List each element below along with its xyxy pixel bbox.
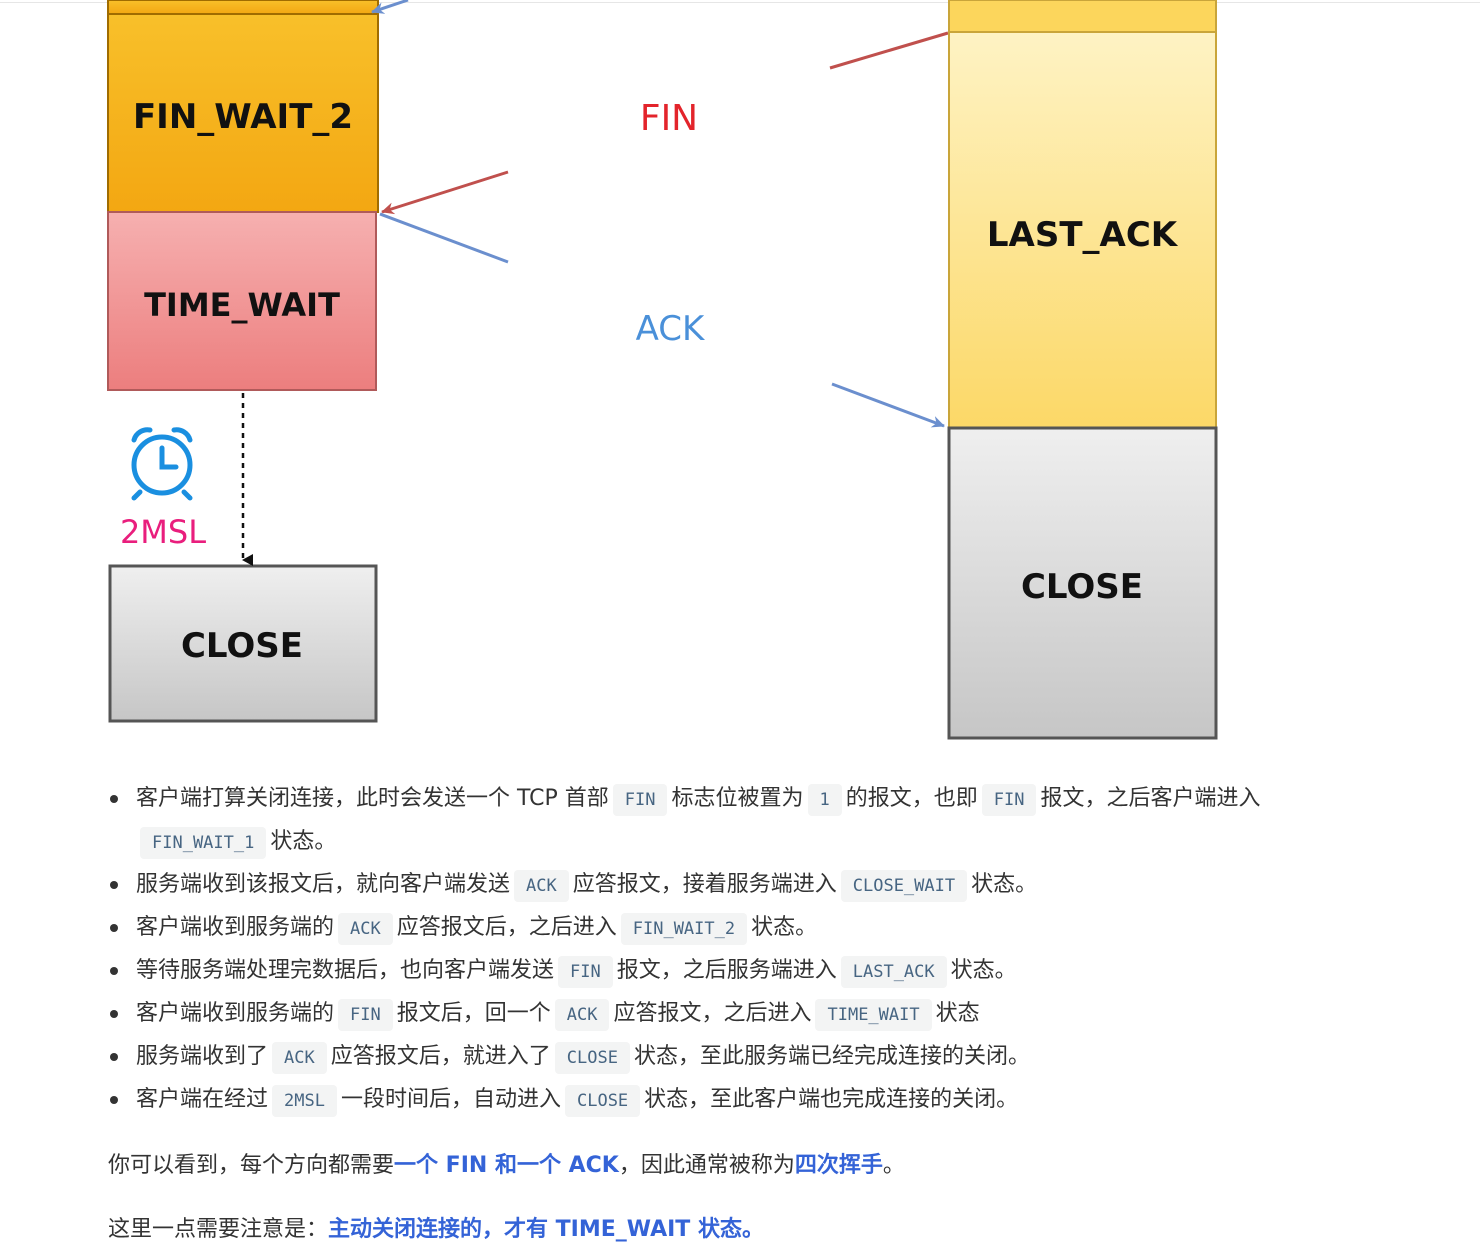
timer-2msl-label: 2MSL [120, 513, 206, 551]
fin-arrow-to-client [381, 170, 509, 215]
inline-code: ACK [272, 1042, 327, 1074]
highlight-fin-ack: 一个 FIN 和一个 ACK [394, 1153, 619, 1178]
ack-message-label: ACK [636, 309, 706, 349]
inline-code: FIN [558, 956, 613, 988]
ack-arrow-to-server [831, 382, 945, 428]
inline-code: FIN [981, 784, 1037, 816]
inline-code: CLOSE [564, 1085, 641, 1117]
inline-code: ACK [514, 870, 569, 902]
inline-code: FIN_WAIT_1 [140, 827, 267, 859]
ack-arrow-from-client [379, 212, 509, 264]
inline-code: LAST_ACK [840, 956, 947, 988]
state-close-server-label: CLOSE [1021, 567, 1143, 607]
state-close-client-label: CLOSE [181, 626, 303, 666]
note-paragraph: 这里一点需要注意是：主动关闭连接的，才有 TIME_WAIT 状态。 [108, 1217, 764, 1242]
incoming-ack-arrow-tip [371, 0, 409, 14]
highlight-time-wait-note: 主动关闭连接的，才有 TIME_WAIT 状态。 [328, 1217, 764, 1242]
inline-code: FIN_WAIT_2 [620, 913, 748, 945]
inline-code: ACK [554, 999, 610, 1031]
inline-code: TIME_WAIT [815, 999, 932, 1031]
state-time-wait: TIME_WAIT [107, 211, 377, 391]
state-fin-wait-2-label: FIN_WAIT_2 [133, 97, 353, 137]
state-close-client: CLOSE [108, 564, 378, 723]
tcp-four-way-handshake-diagram: FIN_WAIT_2 TIME_WAIT CLOSE 2MSL FIN ACK [107, 0, 1218, 740]
state-last-ack-label: LAST_ACK [987, 215, 1179, 255]
state-close-server: CLOSE [947, 426, 1218, 740]
server-state-column: LAST_ACK CLOSE [947, 0, 1218, 740]
top-divider [0, 2, 1480, 3]
state-time-wait-label: TIME_WAIT [144, 286, 340, 324]
inline-code: 1 [807, 784, 842, 816]
fin-message-label: FIN [640, 98, 698, 139]
state-fin-wait-2: FIN_WAIT_2 [107, 13, 379, 213]
state-last-ack: LAST_ACK [948, 31, 1217, 429]
inline-code: CLOSE [554, 1042, 630, 1074]
inline-code: CLOSE_WAIT [840, 870, 968, 902]
inline-code: FIN [338, 999, 393, 1031]
client-state-column: FIN_WAIT_2 TIME_WAIT CLOSE 2MSL [107, 0, 379, 723]
alarm-clock-icon [131, 427, 193, 501]
highlight-four-way-wave: 四次挥手 [794, 1153, 883, 1178]
inline-code: FIN [612, 784, 668, 816]
fin-arrow-from-server [829, 31, 949, 70]
inline-code: 2MSL [272, 1085, 337, 1117]
inline-code: ACK [338, 913, 393, 945]
summary-paragraph: 你可以看到，每个方向都需要一个 FIN 和一个 ACK，因此通常被称为四次挥手。 [108, 1153, 905, 1178]
